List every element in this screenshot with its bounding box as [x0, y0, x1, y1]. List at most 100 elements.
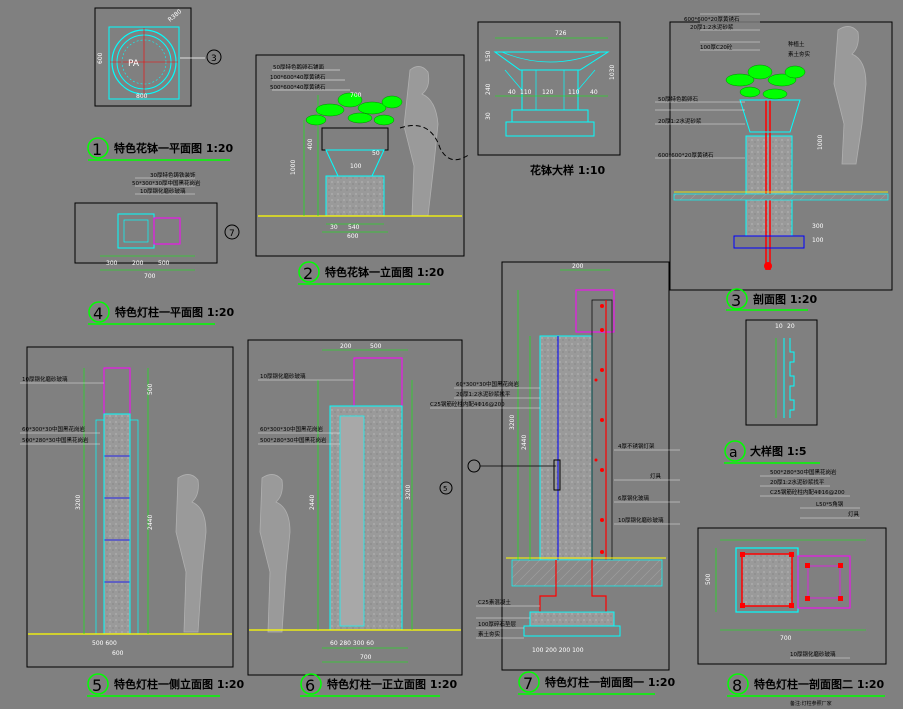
svg-text:7: 7 — [523, 674, 533, 693]
svg-text:10厚钢化磨砂玻璃: 10厚钢化磨砂玻璃 — [260, 372, 306, 380]
svg-text:灯具: 灯具 — [848, 510, 860, 518]
svg-text:200: 200 — [132, 260, 144, 267]
svg-text:100: 100 — [350, 163, 362, 170]
title-2: 2 特色花钵一立面图 1:20 — [298, 261, 445, 285]
svg-text:500: 500 — [147, 383, 154, 395]
svg-text:10厚钢化磨砂玻璃: 10厚钢化磨砂玻璃 — [618, 516, 664, 524]
svg-text:1000: 1000 — [817, 135, 824, 150]
panel-6-lamp-front-elevation: 200 500 2440 3200 60 280 300 60 700 10厚钢… — [247, 339, 463, 697]
svg-text:3200: 3200 — [509, 415, 516, 430]
svg-text:2: 2 — [303, 264, 313, 283]
svg-text:200: 200 — [340, 343, 352, 350]
svg-text:剖面图 1:20: 剖面图 1:20 — [753, 292, 818, 306]
svg-text:120: 120 — [542, 89, 554, 96]
svg-text:3200: 3200 — [405, 485, 412, 500]
svg-text:特色灯柱一侧立面图 1:20: 特色灯柱一侧立面图 1:20 — [114, 677, 245, 691]
svg-text:110: 110 — [568, 89, 580, 96]
svg-text:R380: R380 — [167, 8, 184, 24]
svg-text:100*600*40厚黄锈石: 100*600*40厚黄锈石 — [270, 73, 326, 81]
svg-text:特色灯柱一剖面图一 1:20: 特色灯柱一剖面图一 1:20 — [545, 675, 676, 689]
svg-text:1030: 1030 — [609, 65, 616, 80]
svg-text:726: 726 — [555, 30, 567, 37]
svg-text:10: 10 — [775, 323, 783, 330]
panel-5-lamp-side-elevation: 3200 2440 500 10厚钢化磨砂玻璃 60*300*30中国黑花岗岩 … — [20, 346, 245, 697]
svg-text:2440: 2440 — [309, 495, 316, 510]
title-4: 4 特色灯柱一平面图 1:20 — [88, 301, 235, 325]
svg-text:8: 8 — [732, 676, 742, 695]
svg-text:500*600*40厚黄锈石: 500*600*40厚黄锈石 — [270, 83, 326, 91]
svg-text:10厚钢化磨砂玻璃: 10厚钢化磨砂玻璃 — [790, 650, 836, 658]
svg-text:1: 1 — [92, 140, 102, 159]
svg-text:200: 200 — [572, 263, 584, 270]
svg-text:300: 300 — [106, 260, 118, 267]
svg-text:C25钢筋砼柱内配4Φ16@200: C25钢筋砼柱内配4Φ16@200 — [430, 400, 505, 408]
svg-text:110: 110 — [520, 89, 532, 96]
svg-text:50厚特色鹅卵石铺面: 50厚特色鹅卵石铺面 — [273, 63, 324, 71]
panel-4-lamp-plan: 300 200 500 700 30厚特色铸铁装饰 50*300*30厚中国黑花… — [74, 171, 240, 325]
svg-text:6: 6 — [305, 676, 315, 695]
panel-8-lamp-section-2: 700 500 500*280*30中国黑花岗岩 20厚1:2水泥砂浆找平 C2… — [697, 468, 887, 707]
svg-text:20厚1:2水泥砂浆: 20厚1:2水泥砂浆 — [658, 117, 702, 125]
svg-text:240: 240 — [485, 83, 492, 95]
svg-text:800: 800 — [136, 93, 148, 100]
svg-text:备注:灯柱参照厂家: 备注:灯柱参照厂家 — [790, 700, 832, 707]
svg-text:700: 700 — [350, 92, 362, 99]
svg-text:150: 150 — [485, 50, 492, 62]
svg-text:素土夯实: 素土夯实 — [478, 630, 501, 638]
svg-text:50厚特色鹅卵石: 50厚特色鹅卵石 — [658, 95, 698, 103]
panel-7-lamp-section-1: 200 2440 3200 100 200 200 100 60*300*30中… — [430, 261, 680, 695]
svg-text:4厚不锈钢灯架: 4厚不锈钢灯架 — [618, 442, 655, 450]
svg-text:特色花钵一平面图 1:20: 特色花钵一平面图 1:20 — [114, 141, 234, 155]
svg-text:3200: 3200 — [75, 495, 82, 510]
title-8: 8 特色灯柱一剖面图二 1:20 — [727, 673, 885, 697]
svg-text:500: 500 — [370, 343, 382, 350]
svg-text:特色花钵一立面图 1:20: 特色花钵一立面图 1:20 — [325, 265, 445, 279]
svg-text:600: 600 — [97, 52, 104, 64]
svg-text:20厚1:2水泥砂浆找平: 20厚1:2水泥砂浆找平 — [770, 478, 825, 486]
svg-text:4: 4 — [93, 304, 103, 323]
svg-text:40: 40 — [590, 89, 598, 96]
svg-text:100: 100 — [812, 237, 824, 244]
svg-text:10厚钢化磨砂玻璃: 10厚钢化磨砂玻璃 — [22, 375, 68, 383]
svg-text:60 280 300 60: 60 280 300 60 — [330, 640, 374, 647]
svg-text:20厚1:2水泥砂浆: 20厚1:2水泥砂浆 — [690, 23, 734, 31]
svg-text:500: 500 — [705, 573, 712, 585]
title-5: 5 特色灯柱一侧立面图 1:20 — [87, 673, 245, 697]
svg-text:20: 20 — [787, 323, 795, 330]
svg-text:特色灯柱一正立面图 1:20: 特色灯柱一正立面图 1:20 — [327, 677, 458, 691]
svg-text:2440: 2440 — [521, 435, 528, 450]
title-7: 7 特色灯柱一剖面图一 1:20 — [518, 671, 676, 695]
svg-text:2440: 2440 — [147, 515, 154, 530]
svg-text:灯具: 灯具 — [650, 472, 662, 480]
svg-text:特色灯柱一平面图 1:20: 特色灯柱一平面图 1:20 — [115, 305, 235, 319]
svg-text:L50*5角钢: L50*5角钢 — [816, 500, 844, 508]
svg-text:40: 40 — [508, 89, 516, 96]
plan-label: PA — [128, 59, 140, 69]
svg-text:50*300*30厚中国黑花岗岩: 50*300*30厚中国黑花岗岩 — [132, 179, 201, 187]
svg-text:100 200 200 100: 100 200 200 100 — [532, 647, 584, 654]
svg-text:7: 7 — [229, 229, 235, 239]
svg-text:500*280*30中国黑花岗岩: 500*280*30中国黑花岗岩 — [22, 436, 89, 444]
svg-text:60*300*30中国黑花岗岩: 60*300*30中国黑花岗岩 — [456, 380, 519, 388]
svg-text:1000: 1000 — [290, 160, 297, 175]
svg-text:400: 400 — [307, 138, 314, 150]
svg-text:5: 5 — [443, 485, 447, 493]
svg-text:300: 300 — [812, 223, 824, 230]
panel-3-planter-section: 600*600*20厚黄锈石 20厚1:2水泥砂浆 100厚C20砼 50厚特色… — [655, 13, 893, 311]
svg-text:C25钢筋砼柱内配4Φ16@200: C25钢筋砼柱内配4Φ16@200 — [770, 488, 845, 496]
svg-text:20厚1:2水泥砂浆找平: 20厚1:2水泥砂浆找平 — [456, 390, 511, 398]
svg-text:500*280*30中国黑花岗岩: 500*280*30中国黑花岗岩 — [770, 468, 837, 476]
title-3: 3 剖面图 1:20 — [726, 288, 818, 311]
svg-text:700: 700 — [360, 654, 372, 661]
svg-text:10厚钢化磨砂玻璃: 10厚钢化磨砂玻璃 — [140, 187, 186, 195]
svg-text:a: a — [729, 445, 738, 461]
svg-text:600*600*20厚黄锈石: 600*600*20厚黄锈石 — [684, 15, 740, 23]
panel-1-planter-plan: PA R380 800 600 3 1 特色花钵一平面图 1:20 — [87, 7, 234, 161]
svg-text:特色灯柱一剖面图二 1:20: 特色灯柱一剖面图二 1:20 — [754, 677, 885, 691]
svg-text:30: 30 — [485, 112, 492, 120]
svg-text:大样图 1:5: 大样图 1:5 — [750, 444, 807, 458]
svg-text:6厚钢化玻璃: 6厚钢化玻璃 — [618, 494, 649, 502]
svg-text:100厚碎石垫层: 100厚碎石垫层 — [478, 620, 516, 628]
panel-2-planter-elevation: 700 600 540 30 1000 400 100 50 50厚特色鹅卵石铺… — [255, 54, 471, 285]
